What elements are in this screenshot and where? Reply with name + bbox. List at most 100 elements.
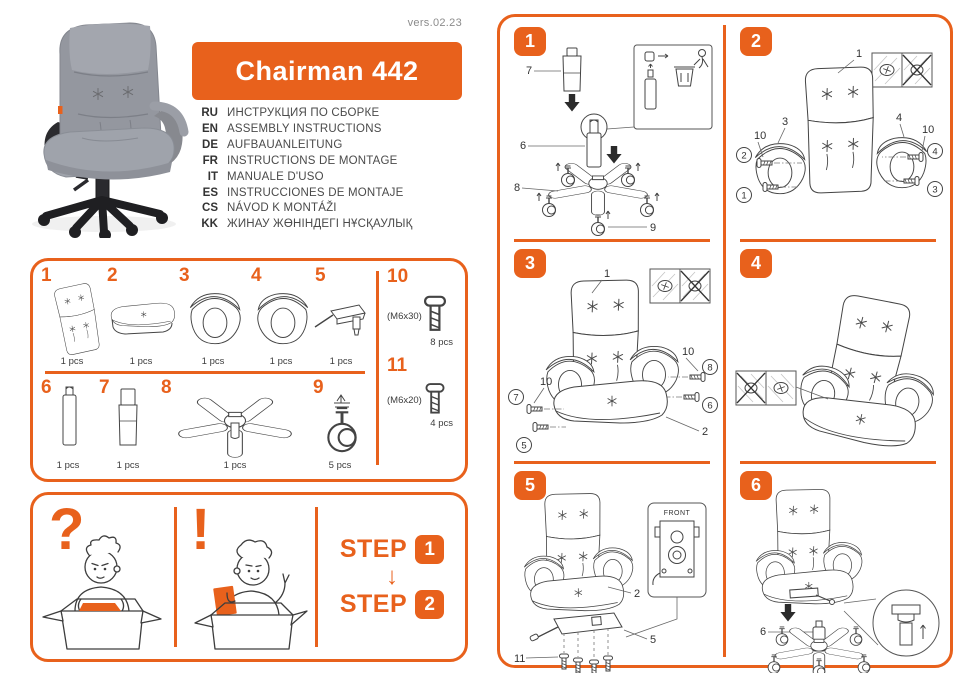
step1-badge: 1 [415, 535, 445, 564]
steps-divider [514, 461, 710, 464]
circle-5: 5 [516, 437, 532, 453]
screw-number: 10 [387, 266, 409, 287]
question-icon: ? [49, 497, 85, 562]
person-reading-icon [194, 539, 308, 650]
part-number: 7 [99, 377, 110, 398]
part-cell: 3 1 pcs [177, 265, 249, 369]
lang-code: RU [201, 107, 218, 119]
lang-text: NÁVOD K MONTÁŽI [227, 202, 337, 215]
lang-text: ИНСТРУКЦИЯ ПО СБОРКЕ [227, 107, 380, 119]
part-cell: 1 1 pcs [39, 265, 105, 369]
screw-picto-icon [871, 52, 933, 88]
steps-grid: 1 7 6 8 [497, 14, 953, 673]
svg-text:6: 6 [760, 626, 766, 638]
steps-divider [740, 239, 936, 242]
screw-m6x20-icon [425, 383, 445, 414]
lang-code: CS [202, 202, 218, 215]
part-cell: 8 1 pcs [159, 377, 311, 473]
notice-divider [174, 507, 177, 647]
svg-text:10: 10 [922, 124, 934, 136]
lang-text: MANUALE D'USO [227, 170, 324, 183]
part-qty: 1 pcs [60, 356, 84, 367]
language-row: EN ASSEMBLY INSTRUCTIONS [192, 122, 478, 138]
part-number: 6 [41, 377, 52, 398]
step-flow: STEP 1 ↓ STEP 2 [325, 505, 459, 649]
screw-m6x30-icon [423, 295, 446, 331]
notice-box: ? ! [30, 492, 468, 662]
exclamation-icon: ! [191, 497, 211, 562]
trash-icon [644, 49, 709, 87]
language-row: CS NÁVOD K MONTÁŽI [192, 201, 478, 217]
svg-text:6: 6 [520, 140, 526, 152]
mechanism-icon [314, 304, 366, 336]
step6-diagram: 6 [732, 487, 940, 673]
screws-column: 10 (M6x30) 8 pcs 11 (M6x20) 4 pcs [387, 266, 459, 430]
part-qty: 1 pcs [329, 356, 353, 367]
zoom-inset [843, 589, 940, 657]
lang-text: ASSEMBLY INSTRUCTIONS [227, 122, 382, 135]
part-cell: 6 1 pcs [39, 377, 97, 473]
svg-text:11: 11 [514, 653, 525, 665]
armrest-right-icon [257, 293, 309, 345]
part-cell: 9 5 pcs [311, 377, 369, 473]
step2-badge: 2 [415, 590, 445, 619]
parts-box: 1 1 pcs 2 1 pcs 3 1 pcs 4 1 [30, 258, 468, 482]
language-row: IT MANUALE D'USO [192, 170, 478, 186]
step2-row: STEP 2 [340, 590, 445, 619]
step1-diagram: 7 6 8 9 [514, 44, 713, 237]
svg-text:4: 4 [932, 146, 937, 157]
circle-8: 8 [702, 359, 718, 375]
svg-text:8: 8 [707, 362, 712, 373]
step4-diagram [735, 265, 944, 459]
casters-exploded [536, 162, 660, 237]
five-star-base-icon [176, 395, 294, 458]
circle-6: 6 [702, 397, 718, 413]
lang-code: EN [202, 122, 218, 135]
page-title: Chairman 442 [235, 55, 419, 86]
svg-text:1: 1 [604, 268, 610, 280]
language-row: RU ИНСТРУКЦИЯ ПО СБОРКЕ [192, 106, 478, 122]
svg-text:1: 1 [856, 48, 862, 60]
step-number-badge: 2 [740, 27, 772, 56]
svg-text:6: 6 [707, 400, 712, 411]
step-number-badge: 6 [740, 471, 772, 500]
part-qty: 1 pcs [116, 460, 140, 471]
svg-text:1: 1 [741, 190, 746, 201]
title-banner: Chairman 442 [192, 42, 462, 100]
screw-picto-crossed-icon [735, 370, 797, 406]
step-number-badge: 5 [514, 471, 546, 500]
language-list: RU ИНСТРУКЦИЯ ПО СБОРКЕ EN ASSEMBLY INSTRU… [192, 106, 478, 233]
brand-tag [58, 106, 63, 114]
gas-lift-icon [62, 386, 77, 446]
svg-text:2: 2 [634, 588, 640, 600]
lang-text: AUFBAUANLEITUNG [227, 138, 343, 151]
part-number: 1 [41, 265, 52, 286]
part-qty: 1 pcs [269, 356, 293, 367]
circle-1: 1 [736, 187, 752, 203]
svg-text:4: 4 [896, 112, 902, 124]
steps-divider-vertical [723, 25, 726, 657]
step3-diagram: 1 2 10 7 5 10 8 6 [508, 268, 718, 453]
seat-icon [107, 299, 177, 335]
arrow-down-icon: ↓ [386, 563, 398, 590]
step2-diagram: 1 3 4 10 2 1 10 4 3 [736, 48, 943, 203]
part-qty: 5 pcs [328, 460, 352, 471]
mechanism-under-seat [529, 612, 623, 642]
part-number: 5 [315, 265, 326, 286]
part-cell: 2 1 pcs [105, 265, 177, 369]
step1-row: STEP 1 [340, 535, 445, 564]
part-number: 2 [107, 265, 118, 286]
lang-code: IT [207, 170, 218, 183]
part-cell: 4 1 pcs [249, 265, 313, 369]
person-unboxing-icon [42, 535, 162, 650]
part-cell: 5 1 pcs [313, 265, 369, 369]
part-cell: 7 1 pcs [97, 377, 159, 473]
front-inset: FRONT [625, 502, 707, 638]
svg-text:10: 10 [682, 346, 694, 358]
lang-code: ES [202, 186, 218, 199]
step-number-badge: 4 [740, 249, 772, 278]
